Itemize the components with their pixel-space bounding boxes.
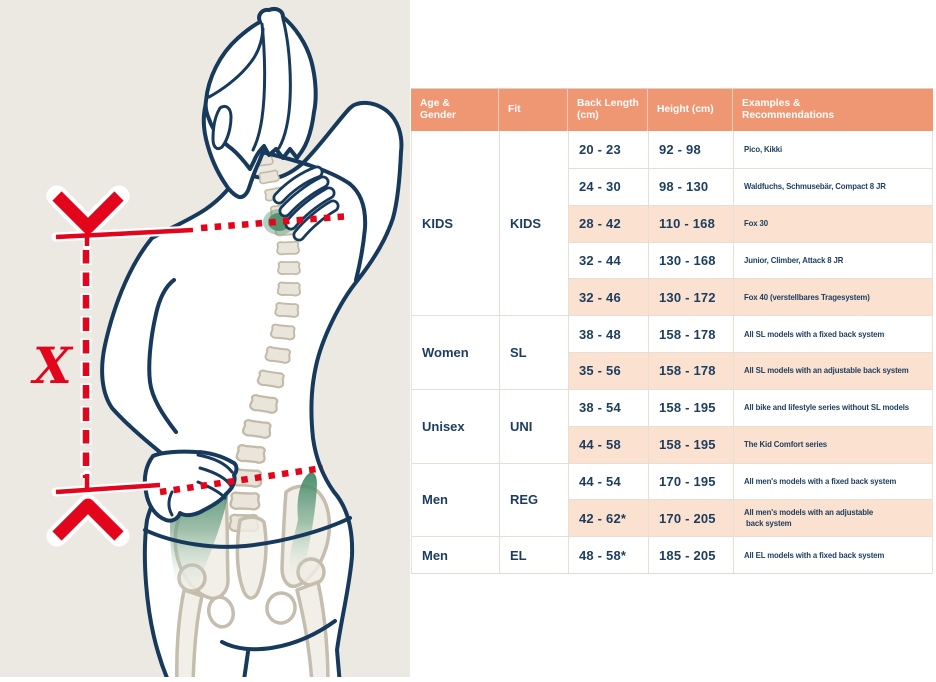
head <box>201 6 318 200</box>
examples-value: All SL models with an adjustable back sy… <box>733 352 932 389</box>
height-value: 158 - 195 <box>648 388 733 426</box>
back-length-value: 38 - 54 <box>568 388 648 426</box>
fit-uni: UNI <box>499 388 568 463</box>
bottom-dotted-line <box>159 464 324 496</box>
height-value: 110 - 168 <box>648 204 733 242</box>
left-foramen <box>207 595 235 629</box>
hair-strand <box>207 27 265 99</box>
size-chart-table: Age & Gender Fit Back Length (cm) Height… <box>411 88 933 575</box>
height-value: 170 - 205 <box>648 499 733 537</box>
height-value: 130 - 172 <box>648 278 733 316</box>
examples-value: All EL models with a fixed back system <box>733 536 932 574</box>
examples-value: All bike and lifestyle series without SL… <box>733 388 932 426</box>
left-arm-inner-line <box>147 278 178 434</box>
back-length-value: 44 - 54 <box>568 462 648 500</box>
age-group-unisex: Unisex <box>412 388 499 463</box>
age-group-kids: KIDS <box>422 215 454 231</box>
examples-value: The Kid Comfort series <box>733 425 932 463</box>
age-group-men-el: Men <box>412 536 499 573</box>
waistband-line <box>143 516 352 549</box>
right-foramen <box>265 591 297 625</box>
back-length-value: 48 - 58* <box>568 536 648 574</box>
examples-value: Pico, Kikki <box>733 131 932 168</box>
table-header-row: Age & Gender Fit Back Length (cm) Height… <box>411 88 933 131</box>
back-length-value: 35 - 56 <box>568 352 648 389</box>
height-value: 158 - 178 <box>648 352 733 389</box>
top-measure-line <box>55 227 194 240</box>
height-value: 158 - 178 <box>648 315 733 353</box>
header-age-gender: Age & Gender <box>420 97 457 121</box>
buttock-crease-line <box>220 619 337 652</box>
fit-kids: KIDS <box>499 131 568 316</box>
measurement-annotations: X <box>30 185 351 547</box>
height-value: 170 - 195 <box>648 462 733 500</box>
examples-value: Fox 30 <box>733 204 932 242</box>
back-length-value: 42 - 62* <box>568 499 648 537</box>
shoulder-lines <box>147 150 368 434</box>
arrow-down-icon <box>52 191 124 234</box>
pants-lines <box>143 516 352 682</box>
fit-el: EL <box>499 536 568 574</box>
header-examples: Examples & Recommendations <box>732 89 933 131</box>
shoulder-back-line <box>260 150 368 282</box>
height-value: 98 - 130 <box>648 167 733 205</box>
back-length-value: 20 - 23 <box>568 131 648 168</box>
age-group-women: Women <box>412 315 499 389</box>
back-length-value: 28 - 42 <box>568 204 648 242</box>
height-value: 158 - 195 <box>648 425 733 463</box>
height-value: 130 - 168 <box>648 241 733 279</box>
fit-reg: REG <box>499 462 568 537</box>
fit-sl: SL <box>499 315 568 389</box>
c7-highlight <box>268 213 290 231</box>
back-length-value: 44 - 58 <box>568 425 648 463</box>
examples-value: All men's models with an adjustable back… <box>733 499 932 537</box>
back-length-value: 32 - 46 <box>568 278 648 316</box>
header-height: Height (cm) <box>647 89 732 131</box>
examples-value: Waldfuchs, Schmusebär, Compact 8 JR <box>733 167 932 205</box>
ponytail-strand-right <box>277 17 292 150</box>
bottom-measure-line <box>55 482 161 495</box>
back-length-illustration: X <box>30 6 404 682</box>
header-fit: Fit <box>498 89 567 131</box>
top-dotted-line <box>200 212 351 232</box>
inner-leg-line <box>242 650 250 682</box>
age-group-men: Men <box>412 462 499 537</box>
examples-value: Fox 40 (verstellbares Tragesystem) <box>733 278 932 316</box>
x-label: X <box>30 336 74 395</box>
back-length-value: 24 - 30 <box>568 167 648 205</box>
height-value: 185 - 205 <box>648 536 733 574</box>
table-body: KIDS KIDS 20 - 23 92 - 98 Pico, Kikki 24… <box>411 131 933 575</box>
left-femur <box>175 588 204 682</box>
illustration-panel: X <box>0 0 410 682</box>
right-iliac-highlight <box>289 472 317 584</box>
ponytail-strand-left <box>251 22 267 152</box>
examples-value: All men's models with a fixed back syste… <box>733 462 932 500</box>
height-value: 92 - 98 <box>648 131 733 168</box>
right-femur <box>295 580 330 682</box>
examples-value: Junior, Climber, Attack 8 JR <box>733 241 932 279</box>
header-back-length: Back Length (cm) <box>567 89 647 131</box>
sacrum-bone <box>235 515 268 600</box>
back-length-value: 32 - 44 <box>568 241 648 279</box>
back-length-value: 38 - 48 <box>568 315 648 353</box>
examples-value: All SL models with a fixed back system <box>733 315 932 353</box>
arrow-up-icon <box>52 498 124 541</box>
ear <box>211 104 233 151</box>
